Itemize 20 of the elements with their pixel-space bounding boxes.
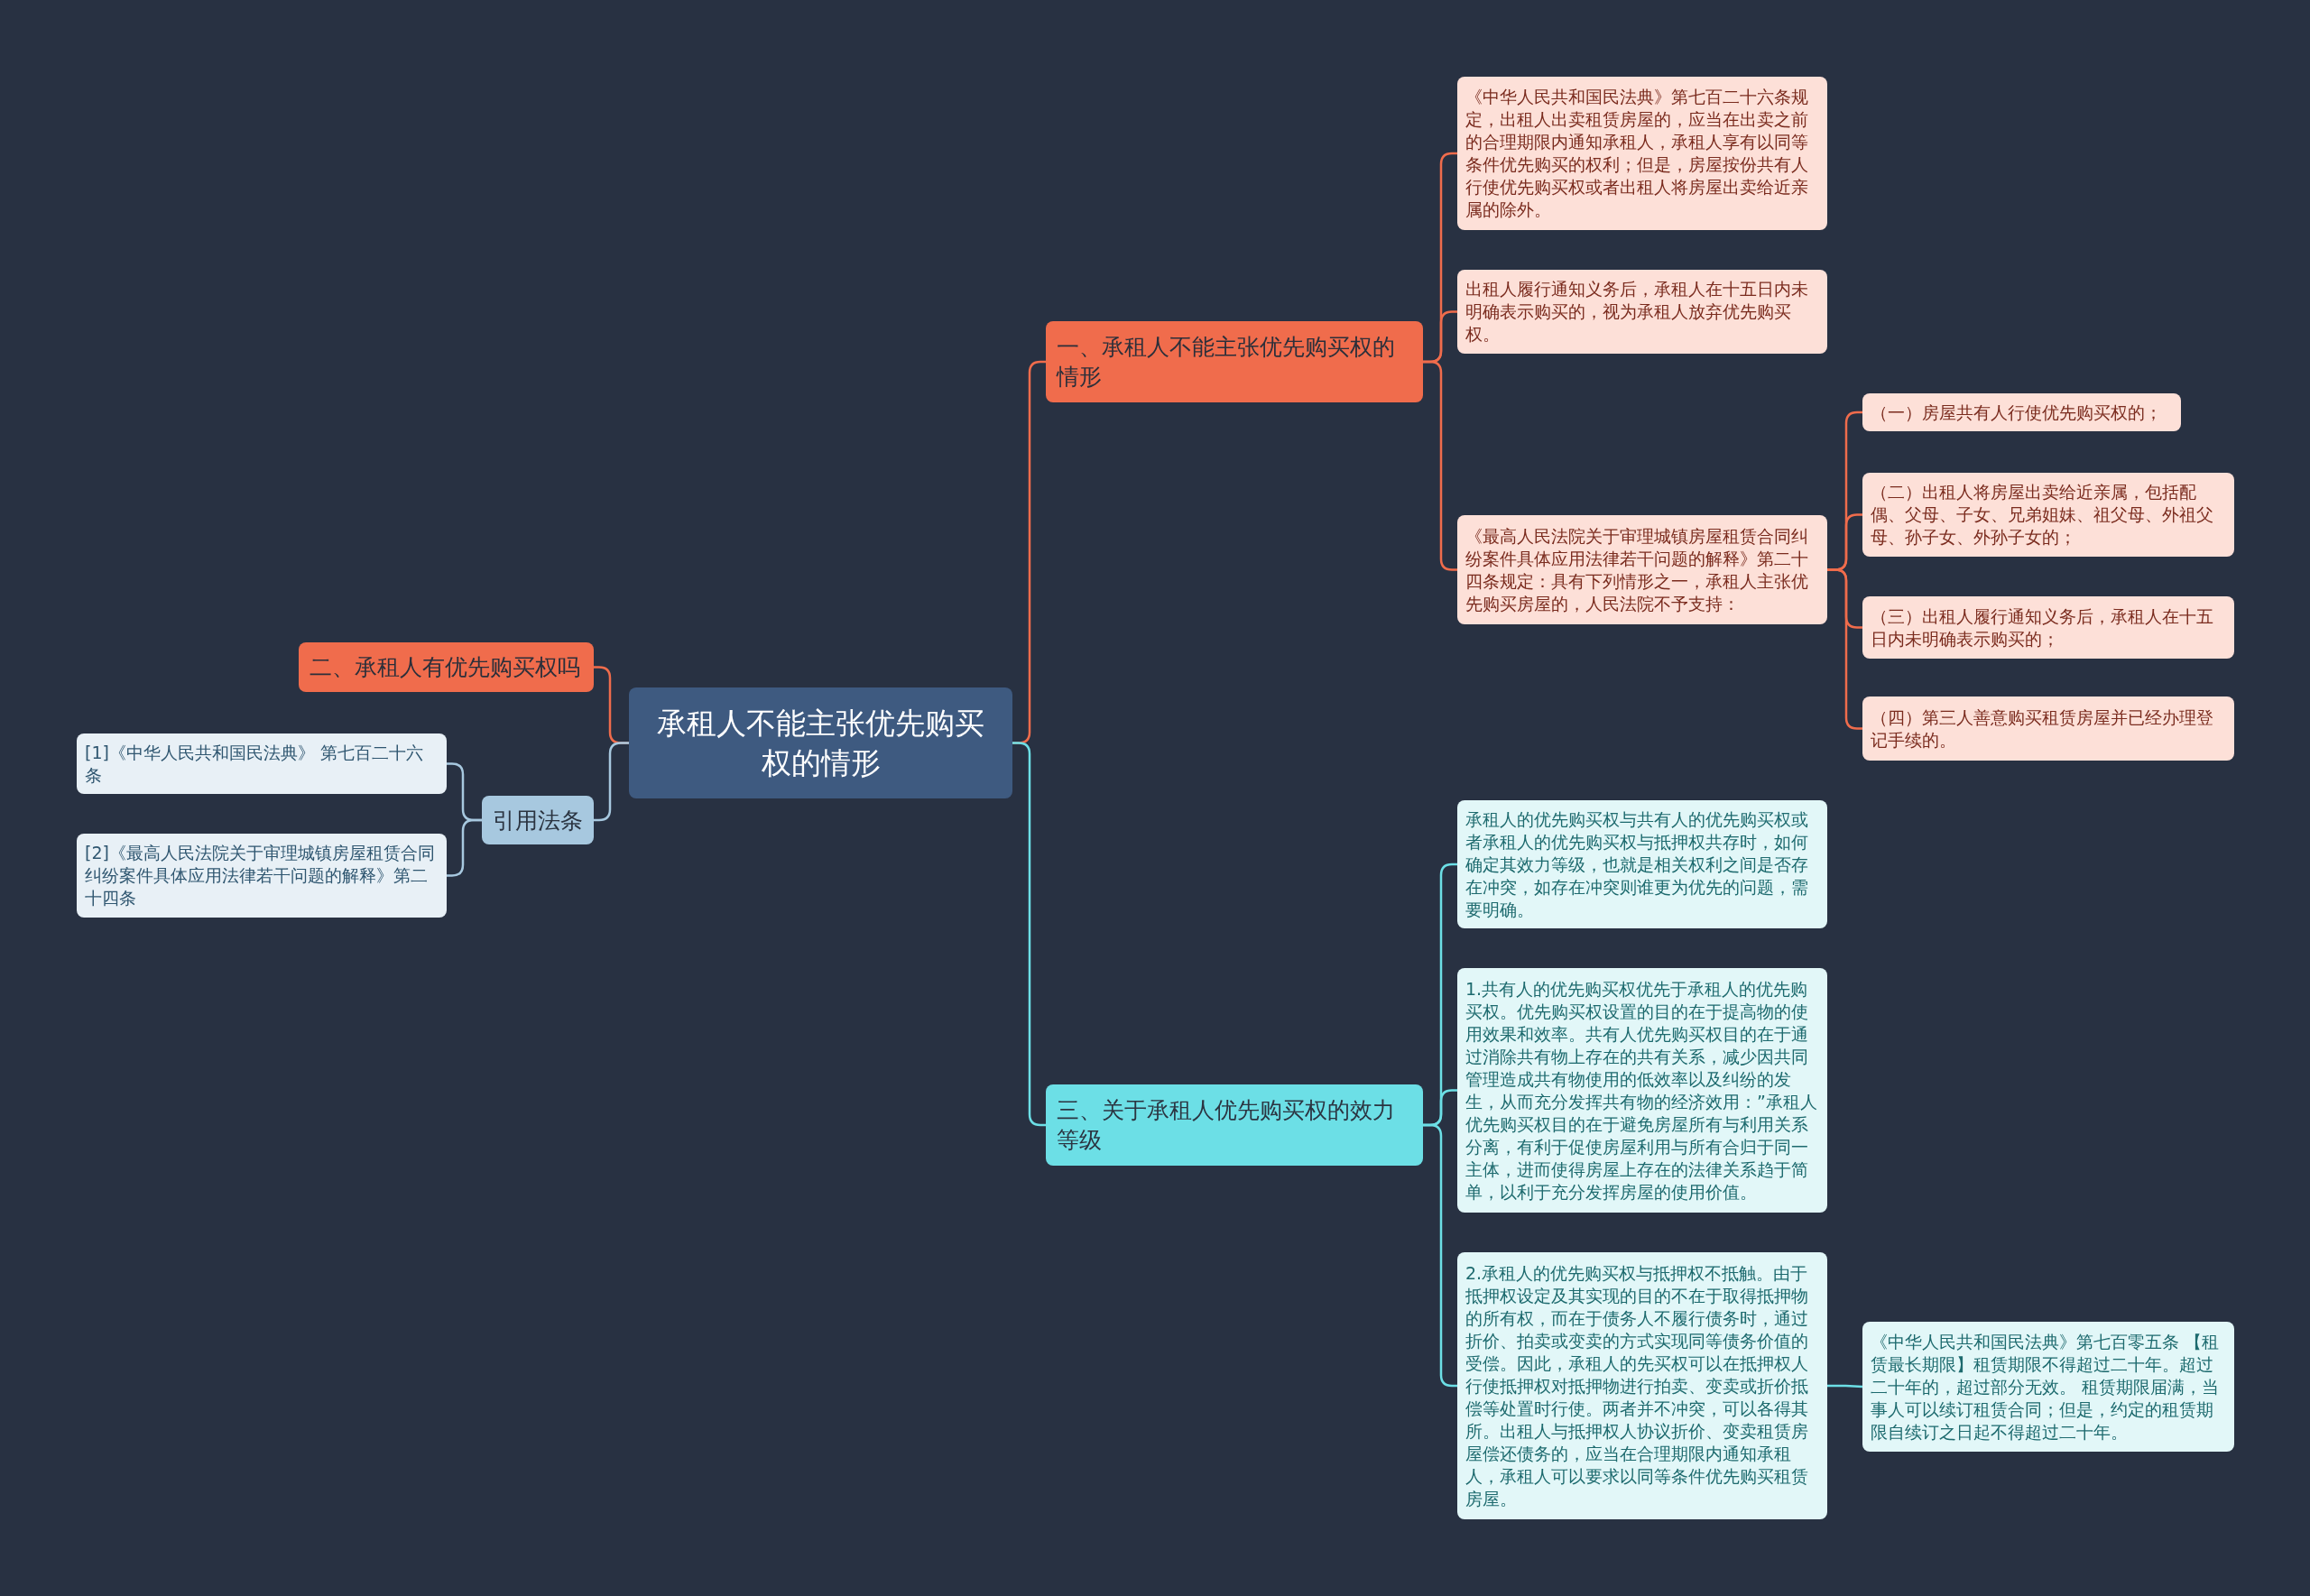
subtopic-box: （二）出租人将房屋出卖给近亲属，包括配偶、父母、子女、兄弟姐妹、祖父母、外祖父母、孙子女、外孙子女的； bbox=[1862, 473, 2234, 557]
branch-topic-box: 一、承租人不能主张优先购买权的情形 bbox=[1046, 321, 1423, 402]
branch-topic-box: 二、承租人有优先购买权吗 bbox=[299, 642, 594, 692]
subtopic-box: 1.共有人的优先购买权优先于承租人的优先购买权。优先购买权设置的目的在于提高物的使用效果和效率。共有人优先购买权目的在于通过消除共有物上存在的共有关系，减少因共同管理造成共有物使用的低效率以及纠纷的发生，从而充分发挥共有物的经济效用：”承租人优先购买权目的在于避免房屋所有与利用关系分离，有利于促使房屋利用与所有合归于同一主体，进而使得房屋上存在的法律关系趋于简单，以利于充分发挥房屋的使用价值。 bbox=[1457, 968, 1827, 1213]
subtopic-box: [2]《最高人民法院关于审理城镇房屋租赁合同纠纷案件具体应用法律若干问题的解释》第二十四条 bbox=[77, 834, 447, 918]
subtopic-box: 《中华人民共和国民法典》第七百二十六条规定，出租人出卖租赁房屋的，应当在出卖之前的合理期限内通知承租人，承租人享有以同等条件优先购买的权利；但是，房屋按份共有人行使优先购买权或者出租人将房屋出卖给近亲属的除外。 bbox=[1457, 77, 1827, 230]
central-topic-box: 承租人不能主张优先购买权的情形 bbox=[629, 687, 1012, 798]
subtopic-box: （四）第三人善意购买租赁房屋并已经办理登记手续的。 bbox=[1862, 697, 2234, 761]
subtopic-box: 出租人履行通知义务后，承租人在十五日内未明确表示购买的，视为承租人放弃优先购买权。 bbox=[1457, 270, 1827, 354]
connector-line bbox=[1827, 1384, 1863, 1388]
subtopic-box: （一）房屋共有人行使优先购买权的； bbox=[1862, 393, 2181, 431]
subtopic-box: （三）出租人履行通知义务后，承租人在十五日内未明确表示购买的； bbox=[1862, 596, 2234, 659]
subtopic-box: 2.承租人的优先购买权与抵押权不抵触。由于抵押权设定及其实现的目的不在于取得抵押物的所有权，而在于债务人不履行债务时，通过折价、拍卖或变卖的方式实现同等债务价值的受偿。因此，承租人的先买权可以在抵押权人行使抵押权对抵押物进行拍卖、变卖或折价抵偿等处置时行使。两者并不冲突，可以各得其所。出租人与抵押权人协议折价、变卖租赁房屋偿还债务的，应当在合理期限内通知承租人，承租人可以要求以同等条件优先购买租赁房屋。 bbox=[1457, 1252, 1827, 1519]
branch-topic-box: 三、关于承租人优先购买权的效力等级 bbox=[1046, 1084, 1423, 1166]
connector-line bbox=[447, 818, 482, 877]
subtopic-box: [1]《中华人民共和国民法典》 第七百二十六条 bbox=[77, 733, 447, 794]
subtopic-box: 承租人的优先购买权与共有人的优先购买权或者承租人的优先购买权与抵押权共存时，如何确定其效力等级，也就是相关权利之间是否存在冲突，如存在冲突则谁更为优先的问题，需要明确。 bbox=[1457, 800, 1827, 928]
subtopic-box: 《最高人民法院关于审理城镇房屋租赁合同纠纷案件具体应用法律若干问题的解释》第二十四条规定：具有下列情形之一，承租人主张优先购买房屋的，人民法院不予支持： bbox=[1457, 515, 1827, 624]
subtopic-box: 《中华人民共和国民法典》第七百零五条 【租赁最长期限】租赁期限不得超过二十年。超过二十年的，超过部分无效。 租赁期限届满，当事人可以续订租赁合同；但是，约定的租赁期限自续订之日起不得超过二十年。 bbox=[1862, 1322, 2234, 1452]
branch-topic-box: 引用法条 bbox=[482, 796, 594, 844]
